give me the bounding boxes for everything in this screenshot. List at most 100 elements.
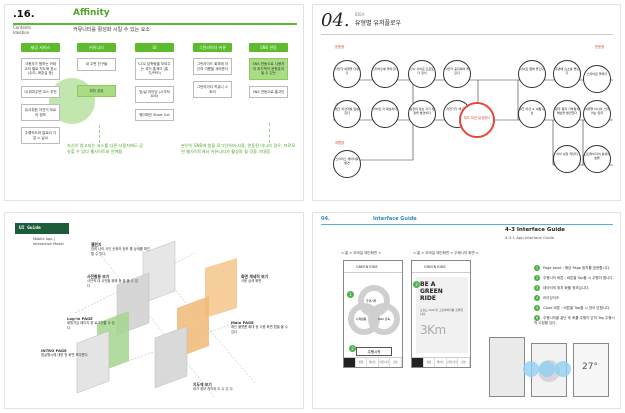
idea-box: 내 주변 친구들 bbox=[77, 58, 116, 71]
flow-node: 왕주 결과 기부결과 해반을 발견한다 bbox=[553, 100, 581, 128]
touch-indicator bbox=[555, 361, 571, 377]
title-rule bbox=[321, 224, 613, 225]
idea-box: 그린라이더 커뮤니 스토리 bbox=[193, 81, 232, 98]
title-rule bbox=[321, 34, 613, 35]
flow-node: 그린라이더의 활성화 효율 bbox=[583, 145, 611, 173]
tab-info[interactable]: 정보 bbox=[390, 358, 402, 367]
tab-race[interactable]: 레이스 bbox=[435, 358, 447, 367]
column-sns: SNS 연동 SNS 연동으로 사용자의 피드백이 문원효과 될 수 있는 SN… bbox=[249, 43, 288, 98]
tab-info[interactable]: 정보 bbox=[458, 358, 470, 367]
tab-settings[interactable]: 설정 bbox=[424, 358, 436, 367]
idea-box: SNS 연동으로 홍고인 bbox=[249, 85, 288, 98]
callout-marker: 1 bbox=[347, 291, 354, 298]
flow-node: 스타어로 올려다 bbox=[583, 65, 611, 93]
slide-number: 04. bbox=[321, 216, 330, 222]
flow-node: 스타어인에 올라간다 bbox=[371, 60, 399, 88]
interaction-model bbox=[74, 240, 256, 399]
idea-box: 주행속도와 칼로리 기분 > 날씨 bbox=[21, 127, 60, 144]
temperature-readout: 27° bbox=[582, 362, 598, 372]
tab-race[interactable]: 레이스 bbox=[367, 358, 379, 367]
type-label: 운동형 bbox=[595, 45, 605, 49]
column-header: 커뮤니티 bbox=[77, 43, 116, 52]
distance-readout: 3Km bbox=[420, 323, 446, 337]
flow-node: 라이딩 자 확보하다 bbox=[371, 100, 399, 128]
flow-node: 일정의 정보 자기 일정을 발견하다 bbox=[408, 100, 436, 128]
slide-title: Interface Guide bbox=[373, 216, 417, 222]
type-label: 여행형 bbox=[335, 141, 345, 145]
slide-ui-guide: UI Guide Mobile App | Interaction Model … bbox=[4, 212, 304, 409]
slide-tag: IDEA bbox=[355, 12, 365, 17]
mini-phone bbox=[489, 337, 525, 397]
slide-title: 유형별 유저플로우 bbox=[355, 20, 402, 27]
flow-node: 아이 성장 적당지 bbox=[553, 145, 581, 173]
note-right: 본인이 SNS에 법을 로그인하여 사용, 연동된 아니라 경우, 프로모션 웹… bbox=[181, 143, 296, 154]
flow-node: 아이포 앱해 올긴다 bbox=[518, 60, 546, 88]
idea-box: 웨이파인 Short Cut bbox=[135, 108, 174, 121]
note-left: 자신이 참고되는 코스를 다른 사용자에도 공유할 수 있다 웹사이트와 연계됨 bbox=[67, 143, 144, 154]
breadcrumb: < 홈 > 모바일 메인화면 > bbox=[341, 251, 382, 255]
body-text: 오늘도 CO2 만 그린라이더를 출발합니다. bbox=[420, 308, 463, 316]
tab-community[interactable]: 커뮤니티 bbox=[447, 358, 459, 367]
column-header: 제공 서비스 bbox=[21, 43, 60, 52]
flow-node: 여행을 아시아 스타어는 입력 bbox=[583, 100, 611, 128]
touch-indicator bbox=[539, 361, 555, 377]
guide-title: 4-3 Interface Guide bbox=[505, 227, 565, 233]
column-service: 제공 서비스 사용자가 원하는 카테고리 별로 지도에 표시 (수리, 화장실 … bbox=[21, 43, 60, 144]
tab-home[interactable] bbox=[344, 358, 356, 367]
flow-node: 체크 미션 ㅎ 세롭 대상 bbox=[518, 100, 546, 128]
activity-rings bbox=[348, 285, 400, 335]
callout-marker: 3 bbox=[413, 281, 420, 288]
column-greenrider: 그린라이더 커뮤 그린라이드 회부에 자신의 이름을 새겨준다 그린라이더 커뮤… bbox=[193, 43, 232, 98]
breadcrumb: < 홈 > 모바일 메인화면 > 주행시작 화면 > bbox=[413, 251, 479, 255]
slide-title: Affinity bbox=[73, 8, 110, 18]
idea-box: 그린라이드 회부에 자신의 이름을 새겨준다 bbox=[193, 58, 232, 75]
idea-box: SNS 연동으로 사용자의 피드백이 문원효과 될 수 있는 bbox=[249, 58, 288, 80]
idea-box: 내 위치주변 코스 추천 bbox=[21, 85, 60, 98]
guide-subtitle: 4-3-1 App Interface Guide bbox=[505, 235, 555, 240]
start-riding-button[interactable]: 주행시작 bbox=[356, 347, 392, 356]
slide-tag: Contents Ideation bbox=[13, 25, 31, 35]
tab-home[interactable] bbox=[412, 358, 424, 367]
flow-node: 스타어스 레티터를 발견 bbox=[333, 150, 361, 178]
slide-subtitle: 커뮤니티를 활성화 시킬 수 있는 요소 bbox=[73, 27, 150, 33]
type-label: 운동형 bbox=[335, 45, 345, 49]
slide-number: 04. bbox=[321, 10, 350, 31]
app-header: GREEN RIDE bbox=[344, 261, 402, 273]
ui-guide-badge: UI Guide bbox=[15, 223, 69, 234]
flow-node: 자전거 여행을 다루다 bbox=[333, 60, 361, 88]
tab-community[interactable]: 커뮤니티 bbox=[379, 358, 391, 367]
tab-settings[interactable]: 설정 bbox=[356, 358, 368, 367]
slide-user-flow: 04. IDEA 유형별 유저플로우 운동형 취미형 여행형 운동형 취미형 여… bbox=[312, 4, 621, 201]
column-header: SNS 연동 bbox=[249, 43, 288, 52]
idea-box: 사용자가 원하는 카테고리 별로 지도에 표시 (수리, 화장실 등) bbox=[21, 58, 60, 80]
flow-node: 인사 사이로 프로토 다 장식 bbox=[408, 60, 436, 88]
idea-box: 빙/날 라이딩 (시각적 요소) bbox=[135, 85, 174, 103]
content-panel bbox=[416, 277, 468, 353]
flow-node: 주변에 요소를 올린다 bbox=[553, 60, 581, 88]
ring-label: 주행기록 bbox=[366, 299, 377, 303]
title-rule bbox=[13, 23, 297, 25]
ring-label: 나의활동 bbox=[356, 317, 367, 321]
mini-phone: 27° bbox=[573, 343, 609, 397]
column-ui: UI CO2 감축량을 보여주는 과거 통계이 (통기/PPO) 빙/날 라이딩… bbox=[135, 43, 174, 121]
highlight-node: 체크 미션 달성한다 bbox=[459, 102, 495, 138]
idea-box: CO2 감축량을 보여주는 과거 통계이 (통기/PPO) bbox=[135, 58, 174, 80]
callout-marker: 2 bbox=[349, 345, 356, 352]
slide-subtitle: Mobile App | Interaction Model bbox=[33, 237, 64, 246]
connector-line bbox=[269, 123, 270, 143]
slide-interface-guide: 04. Interface Guide 4-3 Interface Guide … bbox=[312, 212, 621, 409]
